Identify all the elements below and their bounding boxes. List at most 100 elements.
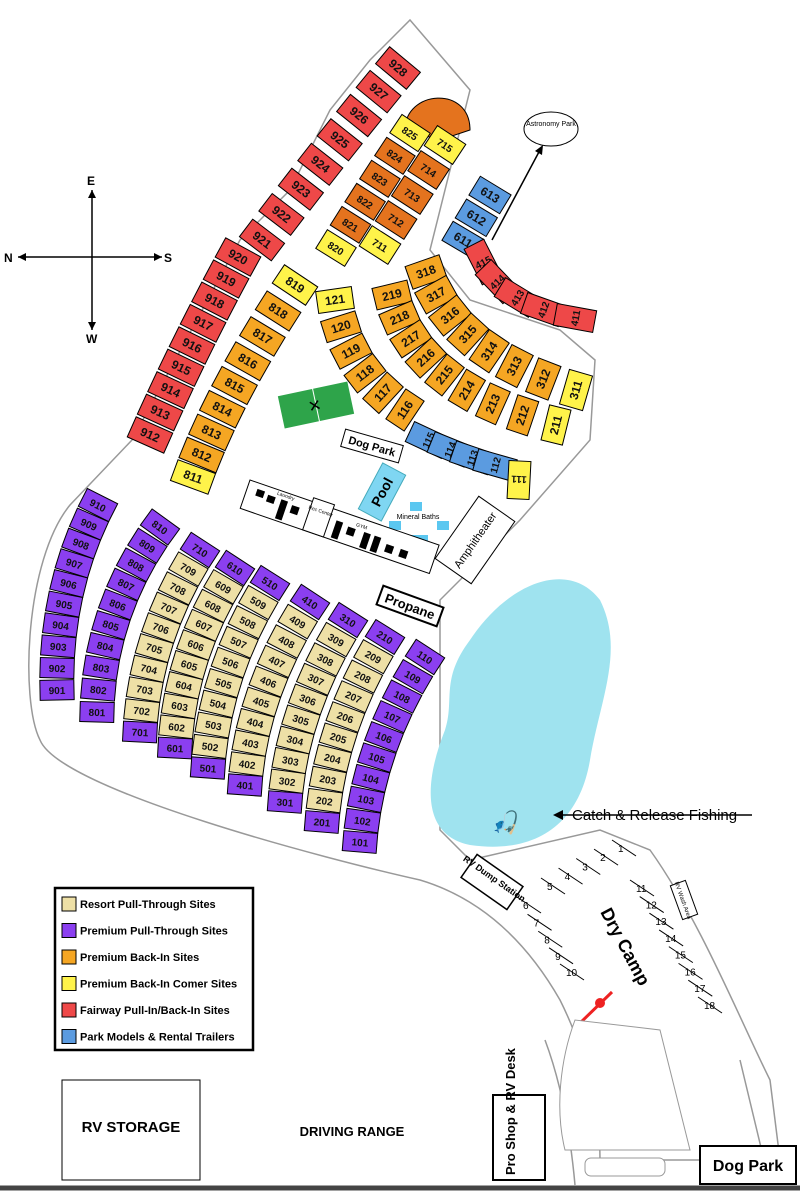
- campsite-211[interactable]: 211: [540, 404, 572, 446]
- campsite-217[interactable]: 217: [389, 319, 433, 359]
- campsite-306[interactable]: 306: [287, 683, 328, 716]
- campsite-817[interactable]: 817: [238, 315, 286, 357]
- campsite-219[interactable]: 219: [371, 279, 413, 311]
- campsite-706[interactable]: 706: [140, 612, 182, 644]
- campsite-309[interactable]: 309: [315, 621, 357, 658]
- campsite-708[interactable]: 708: [157, 571, 199, 606]
- campsite-604[interactable]: 604: [164, 671, 204, 700]
- campsite-218[interactable]: 218: [378, 299, 422, 336]
- campsite-205[interactable]: 205: [318, 722, 359, 753]
- campsite-302[interactable]: 302: [268, 768, 306, 794]
- campsite-602[interactable]: 602: [158, 714, 196, 740]
- campsite-905[interactable]: 905: [44, 590, 84, 618]
- campsite-121[interactable]: 121: [315, 286, 355, 314]
- campsite-928[interactable]: 928: [374, 46, 422, 90]
- campsite-313[interactable]: 313: [494, 343, 534, 389]
- campsite-925[interactable]: 925: [316, 118, 363, 162]
- campsite-807[interactable]: 807: [106, 567, 147, 602]
- rv-storage[interactable]: RV STORAGE: [61, 1079, 201, 1181]
- campsite-207[interactable]: 207: [333, 680, 374, 714]
- campsite-601[interactable]: 601: [156, 736, 194, 760]
- campsite-18[interactable]: 18: [697, 996, 723, 1014]
- campsite-922[interactable]: 922: [258, 192, 305, 236]
- campsite-13[interactable]: 13: [649, 912, 674, 930]
- campsite-501[interactable]: 501: [189, 756, 227, 780]
- campsite-101[interactable]: 101: [341, 830, 379, 854]
- campsite-407[interactable]: 407: [256, 644, 298, 679]
- campsite-15[interactable]: 15: [668, 946, 694, 964]
- campsite-3[interactable]: 3: [575, 858, 601, 875]
- campsite-802[interactable]: 802: [80, 677, 117, 702]
- campsite-815[interactable]: 815: [211, 365, 258, 406]
- campsite-805[interactable]: 805: [91, 609, 131, 641]
- campsite-609[interactable]: 609: [202, 568, 244, 605]
- campsite-927[interactable]: 927: [355, 69, 402, 114]
- campsite-918[interactable]: 918: [191, 281, 238, 321]
- campsite-906[interactable]: 906: [49, 569, 89, 598]
- campsite-901[interactable]: 901: [39, 679, 75, 701]
- campsite-402[interactable]: 402: [228, 751, 266, 777]
- campsite-904[interactable]: 904: [41, 612, 80, 638]
- campsite-821[interactable]: 821: [329, 205, 372, 244]
- campsite-806[interactable]: 806: [97, 588, 138, 621]
- campsite-818[interactable]: 818: [254, 290, 302, 332]
- campsite-801[interactable]: 801: [79, 700, 115, 724]
- campsite-711[interactable]: 711: [358, 225, 402, 265]
- campsite-103[interactable]: 103: [346, 785, 386, 813]
- campsite-213[interactable]: 213: [474, 382, 511, 426]
- campsite-915[interactable]: 915: [157, 348, 205, 388]
- campsite-603[interactable]: 603: [160, 692, 199, 720]
- campsite-203[interactable]: 203: [308, 765, 348, 793]
- campsite-117[interactable]: 117: [362, 371, 404, 415]
- campsite-305[interactable]: 305: [281, 704, 321, 735]
- campsite-910[interactable]: 910: [77, 487, 119, 523]
- campsite-4[interactable]: 4: [558, 867, 583, 885]
- rec-center[interactable]: Rec Center: [301, 497, 336, 538]
- campsite-204[interactable]: 204: [313, 743, 353, 773]
- campsite-820[interactable]: 820: [315, 229, 357, 267]
- campsite-608[interactable]: 608: [192, 588, 234, 624]
- campsite-612[interactable]: 612: [454, 198, 499, 238]
- campsite-411[interactable]: 411: [552, 302, 598, 334]
- campsite-308[interactable]: 308: [305, 642, 346, 677]
- campsite-917[interactable]: 917: [179, 303, 227, 343]
- campsite-408[interactable]: 408: [266, 624, 308, 659]
- campsite-216[interactable]: 216: [404, 336, 448, 379]
- campsite-112[interactable]: 112: [472, 448, 518, 482]
- campsite-404[interactable]: 404: [235, 707, 275, 737]
- campsite-823[interactable]: 823: [358, 159, 401, 198]
- campsite-108[interactable]: 108: [381, 679, 423, 714]
- campsite-12[interactable]: 12: [639, 896, 664, 914]
- campsite-14[interactable]: 14: [658, 929, 684, 947]
- campsite-916[interactable]: 916: [168, 326, 216, 365]
- astronomy-park[interactable]: Astronomy Park: [491, 111, 579, 241]
- campsite-703[interactable]: 703: [125, 676, 164, 703]
- campsite-804[interactable]: 804: [85, 631, 125, 661]
- campsite-5[interactable]: 5: [540, 877, 566, 895]
- campsite-116[interactable]: 116: [385, 388, 425, 432]
- campsite-606[interactable]: 606: [175, 629, 217, 661]
- campsite-8[interactable]: 8: [537, 930, 563, 948]
- campsite-106[interactable]: 106: [363, 720, 405, 754]
- campsite-712[interactable]: 712: [374, 200, 418, 240]
- campsite-809[interactable]: 809: [126, 527, 168, 564]
- campsite-705[interactable]: 705: [134, 633, 175, 664]
- campsite-605[interactable]: 605: [169, 649, 210, 681]
- campsite-914[interactable]: 914: [147, 370, 194, 410]
- campsite-317[interactable]: 317: [413, 274, 459, 315]
- campsite-502[interactable]: 502: [191, 733, 229, 760]
- campsite-803[interactable]: 803: [82, 654, 121, 681]
- campsite-110[interactable]: 110: [404, 638, 446, 676]
- campsite-822[interactable]: 822: [344, 182, 387, 221]
- campsite-312[interactable]: 312: [524, 357, 562, 401]
- campsite-504[interactable]: 504: [198, 689, 238, 719]
- dog-park-bottom[interactable]: Dog Park: [699, 1145, 797, 1185]
- campsite-208[interactable]: 208: [342, 659, 384, 694]
- campsite-206[interactable]: 206: [325, 701, 366, 733]
- campsite-613[interactable]: 613: [468, 175, 512, 215]
- campsite-814[interactable]: 814: [198, 389, 246, 429]
- campsite-903[interactable]: 903: [39, 634, 77, 659]
- campsite-16[interactable]: 16: [678, 962, 703, 980]
- campsite-316[interactable]: 316: [427, 294, 473, 337]
- campsite-701[interactable]: 701: [121, 720, 159, 744]
